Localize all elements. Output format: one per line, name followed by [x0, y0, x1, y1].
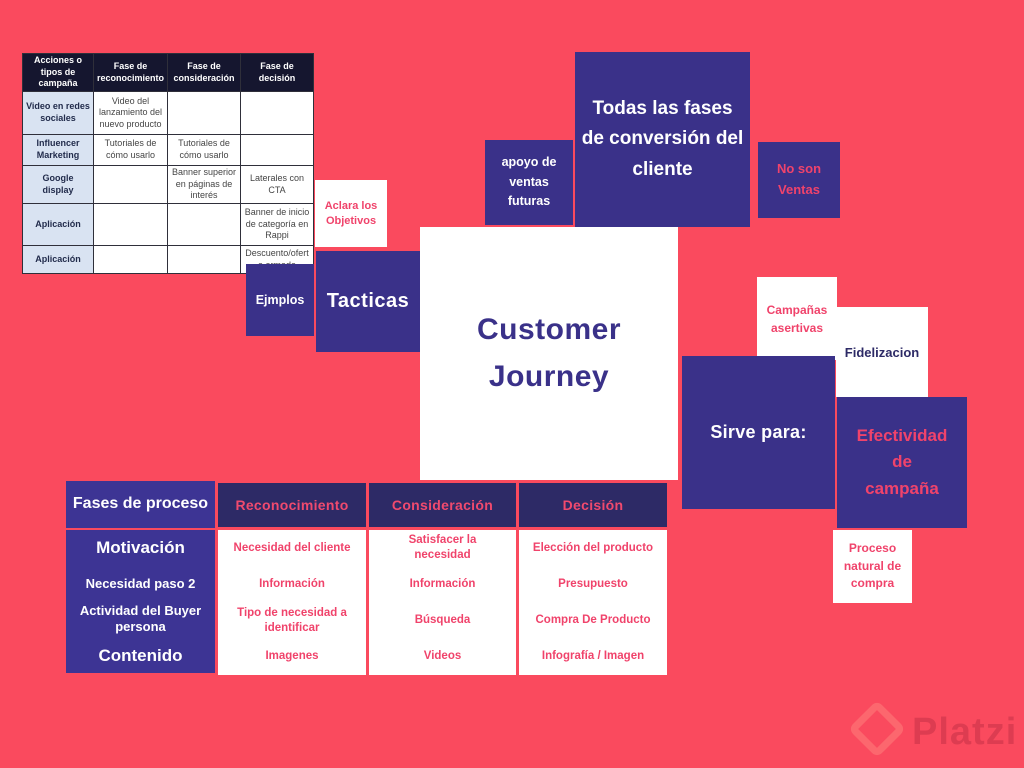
process-corner-header: Fases de proceso	[66, 481, 215, 528]
process-column-consideracion: Satisfacer la necesidad Información Búsq…	[369, 530, 516, 675]
process-item: Tipo de necesidad a identificar	[237, 606, 347, 634]
platzi-brand-text: Platzi	[912, 710, 1018, 753]
campaign-table: Acciones o tipos de campaña Fase de reco…	[22, 52, 314, 275]
process-header-decision: Decisión	[519, 483, 667, 527]
table-cell	[167, 245, 241, 275]
row-label: Aplicación	[22, 245, 94, 275]
note-no-son-ventas: No son Ventas	[758, 142, 840, 218]
note-efectividad-campana: Efectividad de campaña	[837, 397, 967, 528]
table-cell: Video del lanzamiento del nuevo producto	[93, 91, 168, 136]
campaign-table-header-row: Acciones o tipos de campaña Fase de reco…	[22, 52, 314, 93]
process-row-label-actividad: Actividad del Buyer persona	[79, 603, 202, 635]
process-header-reconocimiento: Reconocimiento	[218, 483, 366, 527]
process-item: Infografía / Imagen	[541, 650, 645, 663]
customer-journey-card: Customer Journey	[420, 227, 678, 480]
note-aclara-objetivos: Aclara los Objetivos	[315, 180, 387, 247]
note-proceso-natural: Proceso natural de compra	[833, 530, 912, 603]
note-sirve-para: Sirve para:	[682, 356, 835, 509]
table-cell: Tutoriales de cómo usarlo	[93, 134, 168, 167]
campaign-header-acciones: Acciones o tipos de campaña	[22, 52, 94, 93]
table-cell	[167, 91, 241, 136]
note-campanas-asertivas: Campañas asertivas	[757, 277, 837, 360]
process-column-decision: Elección del producto Presupuesto Compra…	[519, 530, 667, 675]
process-item: Satisfacer la necesidad	[408, 534, 477, 562]
table-cell: Banner de inicio de categoría en Rappi	[240, 203, 314, 247]
campaign-header-reconocimiento: Fase de reconocimiento	[93, 52, 168, 93]
note-todas-las-fases: Todas las fases de conversión del client…	[575, 52, 750, 227]
platzi-logo-icon	[848, 700, 906, 758]
process-header-consideracion: Consideración	[369, 483, 516, 527]
note-ejemplos: Ejmplos	[246, 264, 314, 336]
table-cell	[93, 245, 168, 275]
note-apoyo-ventas: apoyo de ventas futuras	[485, 140, 573, 225]
process-item: Imagenes	[265, 650, 319, 663]
table-cell	[167, 203, 241, 247]
table-cell: Banner superior en páginas de interés	[167, 165, 241, 205]
table-cell: Tutoriales de cómo usarlo	[167, 134, 241, 167]
process-column-reconocimiento: Necesidad del cliente Información Tipo d…	[218, 530, 366, 675]
row-label: Google display	[22, 165, 94, 205]
row-label: Influencer Marketing	[22, 134, 94, 167]
table-row: Influencer Marketing Tutoriales de cómo …	[22, 134, 314, 167]
process-row-labels: Motivación Necesidad paso 2 Actividad de…	[66, 530, 215, 673]
process-item: Elección del producto	[532, 541, 654, 554]
campaign-header-consideracion: Fase de consideración	[167, 52, 241, 93]
process-row-label-necesidad: Necesidad paso 2	[85, 575, 196, 591]
note-fidelizacion: Fidelizacion	[836, 307, 928, 397]
table-row: Google display Banner superior en página…	[22, 165, 314, 205]
note-tacticas: Tacticas	[316, 251, 420, 352]
process-item: Presupuesto	[558, 577, 628, 590]
row-label: Video en redes sociales	[22, 91, 94, 136]
campaign-header-decision: Fase de decisión	[240, 52, 314, 93]
row-label: Aplicación	[22, 203, 94, 247]
process-item: Información	[259, 577, 325, 590]
table-cell	[240, 91, 314, 136]
process-item: Información	[409, 577, 476, 590]
table-row: Aplicación Banner de inicio de categoría…	[22, 203, 314, 247]
process-item: Compra De Producto	[535, 614, 651, 627]
process-item: Búsqueda	[414, 614, 471, 627]
process-row-label-contenido: Contenido	[98, 645, 183, 665]
table-cell: Laterales con CTA	[240, 165, 314, 205]
customer-journey-title: Customer Journey	[476, 313, 622, 393]
table-cell	[93, 165, 168, 205]
table-cell	[240, 134, 314, 167]
process-item: Videos	[423, 650, 462, 663]
table-cell	[93, 203, 168, 247]
table-row: Video en redes sociales Video del lanzam…	[22, 91, 314, 136]
process-item: Necesidad del cliente	[233, 541, 351, 554]
process-row-label-motivacion: Motivación	[96, 538, 185, 558]
platzi-watermark: Platzi	[848, 700, 1017, 758]
